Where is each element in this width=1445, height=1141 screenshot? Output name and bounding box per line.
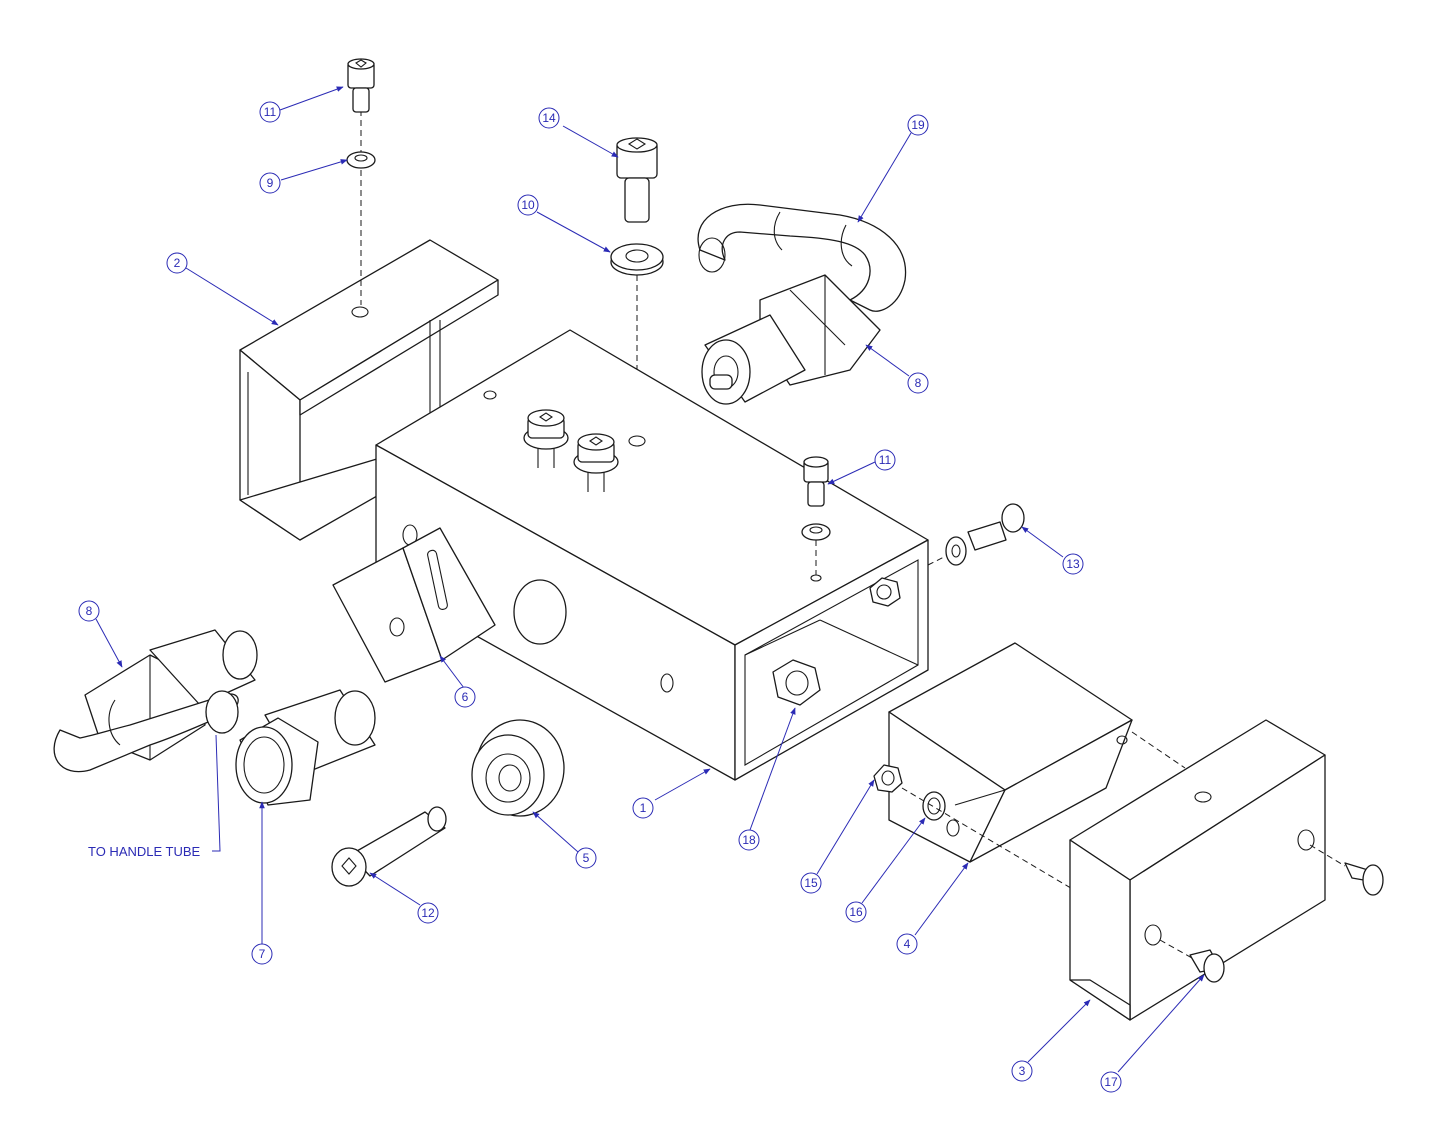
balloon-14: 14 <box>538 107 560 129</box>
part-13-screw <box>945 503 1025 566</box>
balloon-11-top: 11 <box>259 101 281 123</box>
svg-text:10: 10 <box>521 198 535 212</box>
balloon-4: 4 <box>896 933 918 955</box>
balloon-1: 1 <box>632 797 654 819</box>
svg-text:3: 3 <box>1019 1064 1026 1078</box>
svg-text:1: 1 <box>640 801 647 815</box>
balloon-11-block: 11 <box>874 449 896 471</box>
block-top-fittings <box>523 409 619 492</box>
part-6-clip <box>332 527 496 683</box>
part-5-pulley <box>471 719 565 817</box>
part-3-bracket <box>1069 719 1326 1021</box>
balloon-8-left: 8 <box>78 600 100 622</box>
part-17-screw <box>1189 949 1225 983</box>
balloon-19: 19 <box>907 114 929 136</box>
axis-13 <box>927 555 947 566</box>
svg-text:18: 18 <box>742 833 756 847</box>
svg-text:4: 4 <box>904 937 911 951</box>
svg-text:12: 12 <box>421 906 435 920</box>
balloon-5: 5 <box>575 847 597 869</box>
part-12-screw <box>331 806 447 887</box>
block-side-nut <box>869 577 901 607</box>
balloon-8-top: 8 <box>907 372 929 394</box>
part-11-screw-top <box>347 58 375 113</box>
balloon-7: 7 <box>251 943 273 965</box>
part-11-screw-block <box>801 456 831 541</box>
svg-text:19: 19 <box>911 118 925 132</box>
balloon-17: 17 <box>1100 1071 1122 1093</box>
axis-bracket-screw <box>1309 844 1346 867</box>
svg-text:7: 7 <box>259 947 266 961</box>
part-8-fitting-top <box>701 274 881 405</box>
svg-text:6: 6 <box>462 690 469 704</box>
svg-text:15: 15 <box>804 876 818 890</box>
bracket-side-screw <box>1344 862 1384 896</box>
part-9-washer <box>346 151 376 169</box>
part-10-washer <box>610 243 664 276</box>
callout-leaders <box>95 86 1205 1073</box>
part-15-nut <box>873 764 903 793</box>
balloon-18: 18 <box>738 829 760 851</box>
part-2-bracket <box>239 239 499 541</box>
svg-text:14: 14 <box>542 111 556 125</box>
balloon-12: 12 <box>417 902 439 924</box>
svg-text:8: 8 <box>86 604 93 618</box>
part-16-washer <box>922 791 946 821</box>
note-to-handle-tube: TO HANDLE TUBE <box>88 844 201 859</box>
svg-text:17: 17 <box>1104 1075 1118 1089</box>
svg-text:13: 13 <box>1066 557 1080 571</box>
balloon-10: 10 <box>517 194 539 216</box>
svg-text:11: 11 <box>879 453 892 467</box>
svg-text:16: 16 <box>849 905 863 919</box>
svg-text:5: 5 <box>583 851 590 865</box>
balloon-2: 2 <box>166 252 188 274</box>
balloon-15: 15 <box>800 872 822 894</box>
svg-text:2: 2 <box>174 256 181 270</box>
svg-text:11: 11 <box>264 105 277 119</box>
svg-text:9: 9 <box>267 176 274 190</box>
part-7-bushing <box>235 689 376 806</box>
svg-text:8: 8 <box>915 376 922 390</box>
balloon-13: 13 <box>1062 553 1084 575</box>
part-14-screw <box>616 137 658 223</box>
axis-17 <box>1159 939 1193 959</box>
balloon-9: 9 <box>259 172 281 194</box>
balloon-3: 3 <box>1011 1060 1033 1082</box>
part-1-block <box>375 329 929 781</box>
part-18-nut <box>772 659 821 706</box>
balloon-6: 6 <box>454 686 476 708</box>
balloon-16: 16 <box>845 901 867 923</box>
axis-4-3-b <box>1131 731 1186 769</box>
part-8-fitting-left <box>53 629 258 773</box>
part-19-hose <box>697 203 907 312</box>
